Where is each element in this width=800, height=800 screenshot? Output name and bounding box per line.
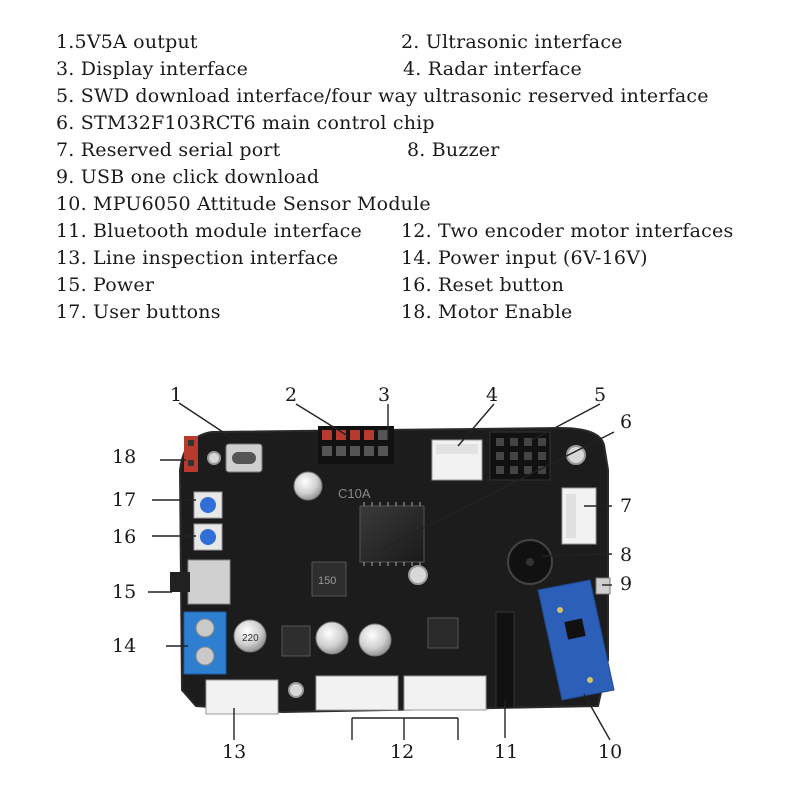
capacitor-label: 220 [242, 633, 259, 644]
callout-12: 12 [390, 741, 414, 763]
legend-item-4: 4. Radar interface [403, 58, 582, 80]
line-inspection-connector [205, 679, 279, 715]
leader-line-8 [541, 553, 613, 557]
callout-labels: 1 2 3 4 5 6 7 8 9 10 11 12 13 14 15 16 1… [112, 384, 632, 763]
inductor: 150 [311, 561, 347, 597]
usb-download-port [595, 577, 611, 595]
motor-enable-header [184, 436, 198, 472]
legend-item-6: 6. STM32F103RCT6 main control chip [56, 112, 435, 134]
ultrasonic-display-header [318, 426, 394, 464]
mounting-hole [408, 565, 428, 585]
legend-item-12: 12. Two encoder motor interfaces [401, 220, 734, 242]
capacitor [293, 471, 323, 501]
callout-9: 9 [620, 573, 632, 595]
leader-line-2 [295, 403, 349, 437]
legend-item-17: 17. User buttons [56, 301, 221, 323]
callout-10: 10 [598, 741, 622, 763]
legend-item-9: 9. USB one click download [56, 166, 320, 188]
bluetooth-header [495, 611, 515, 709]
capacitor: 220 [233, 619, 267, 653]
callout-17: 17 [112, 489, 136, 511]
encoder-motor-connectors [315, 675, 487, 711]
legend-item-2: 2. Ultrasonic interface [401, 31, 623, 53]
callout-3: 3 [378, 384, 390, 406]
legend-item-5: 5. SWD download interface/four way ultra… [56, 85, 709, 107]
inductor [281, 625, 311, 657]
callout-5: 5 [594, 384, 606, 406]
power-terminal [183, 611, 227, 675]
imu-module [537, 579, 615, 701]
mounting-hole [288, 682, 304, 698]
capacitor [315, 621, 349, 655]
power-switch [170, 559, 231, 605]
callout-14: 14 [112, 635, 136, 657]
legend-item-8: 8. Buzzer [407, 139, 500, 161]
leader-line-1 [178, 402, 239, 443]
legend-item-3: 3. Display interface [56, 58, 249, 80]
callout-7: 7 [620, 495, 632, 517]
driver-chip [427, 617, 459, 649]
user-button [193, 491, 223, 519]
legend-item-7: 7. Reserved serial port [56, 139, 281, 161]
legend-item-13: 13. Line inspection interface [56, 247, 339, 269]
buzzer [507, 539, 553, 585]
callout-6: 6 [620, 411, 632, 433]
leader-line-10 [583, 693, 611, 741]
legend-item-11: 11. Bluetooth module interface [56, 220, 362, 242]
legend-item-14: 14. Power input (6V-16V) [401, 247, 648, 269]
leader-line-4 [457, 403, 495, 447]
legend: 1.5V5A output 2. Ultrasonic interface 3.… [0, 0, 800, 340]
leader-line-12 [351, 717, 459, 740]
leader-line-5 [531, 403, 601, 441]
leader-lines [148, 402, 615, 741]
legend-item-18: 18. Motor Enable [401, 301, 573, 323]
callout-13: 13 [222, 741, 246, 763]
legend-item-1: 1.5V5A output [56, 31, 198, 53]
callout-4: 4 [486, 384, 498, 406]
legend-item-10: 10. MPU6050 Attitude Sensor Module [56, 193, 431, 215]
callout-1: 1 [170, 384, 182, 406]
usb-c-port [225, 443, 263, 473]
callout-15: 15 [112, 581, 136, 603]
radar-connector [431, 439, 483, 481]
serial-connector [561, 487, 597, 545]
callout-16: 16 [112, 526, 136, 548]
callout-18: 18 [112, 446, 136, 468]
reset-button [193, 523, 223, 551]
swd-header [489, 431, 551, 481]
callout-11: 11 [494, 741, 518, 763]
legend-item-15: 15. Power [56, 274, 155, 296]
legend-item-16: 16. Reset button [401, 274, 565, 296]
callout-8: 8 [620, 544, 632, 566]
callout-2: 2 [285, 384, 297, 406]
capacitor [358, 623, 392, 657]
inductor-label: 150 [318, 575, 336, 587]
main-control-chip [359, 502, 425, 566]
leader-line-6 [383, 431, 615, 549]
board-model-label: C10A [338, 486, 371, 501]
mounting-hole [207, 451, 221, 465]
